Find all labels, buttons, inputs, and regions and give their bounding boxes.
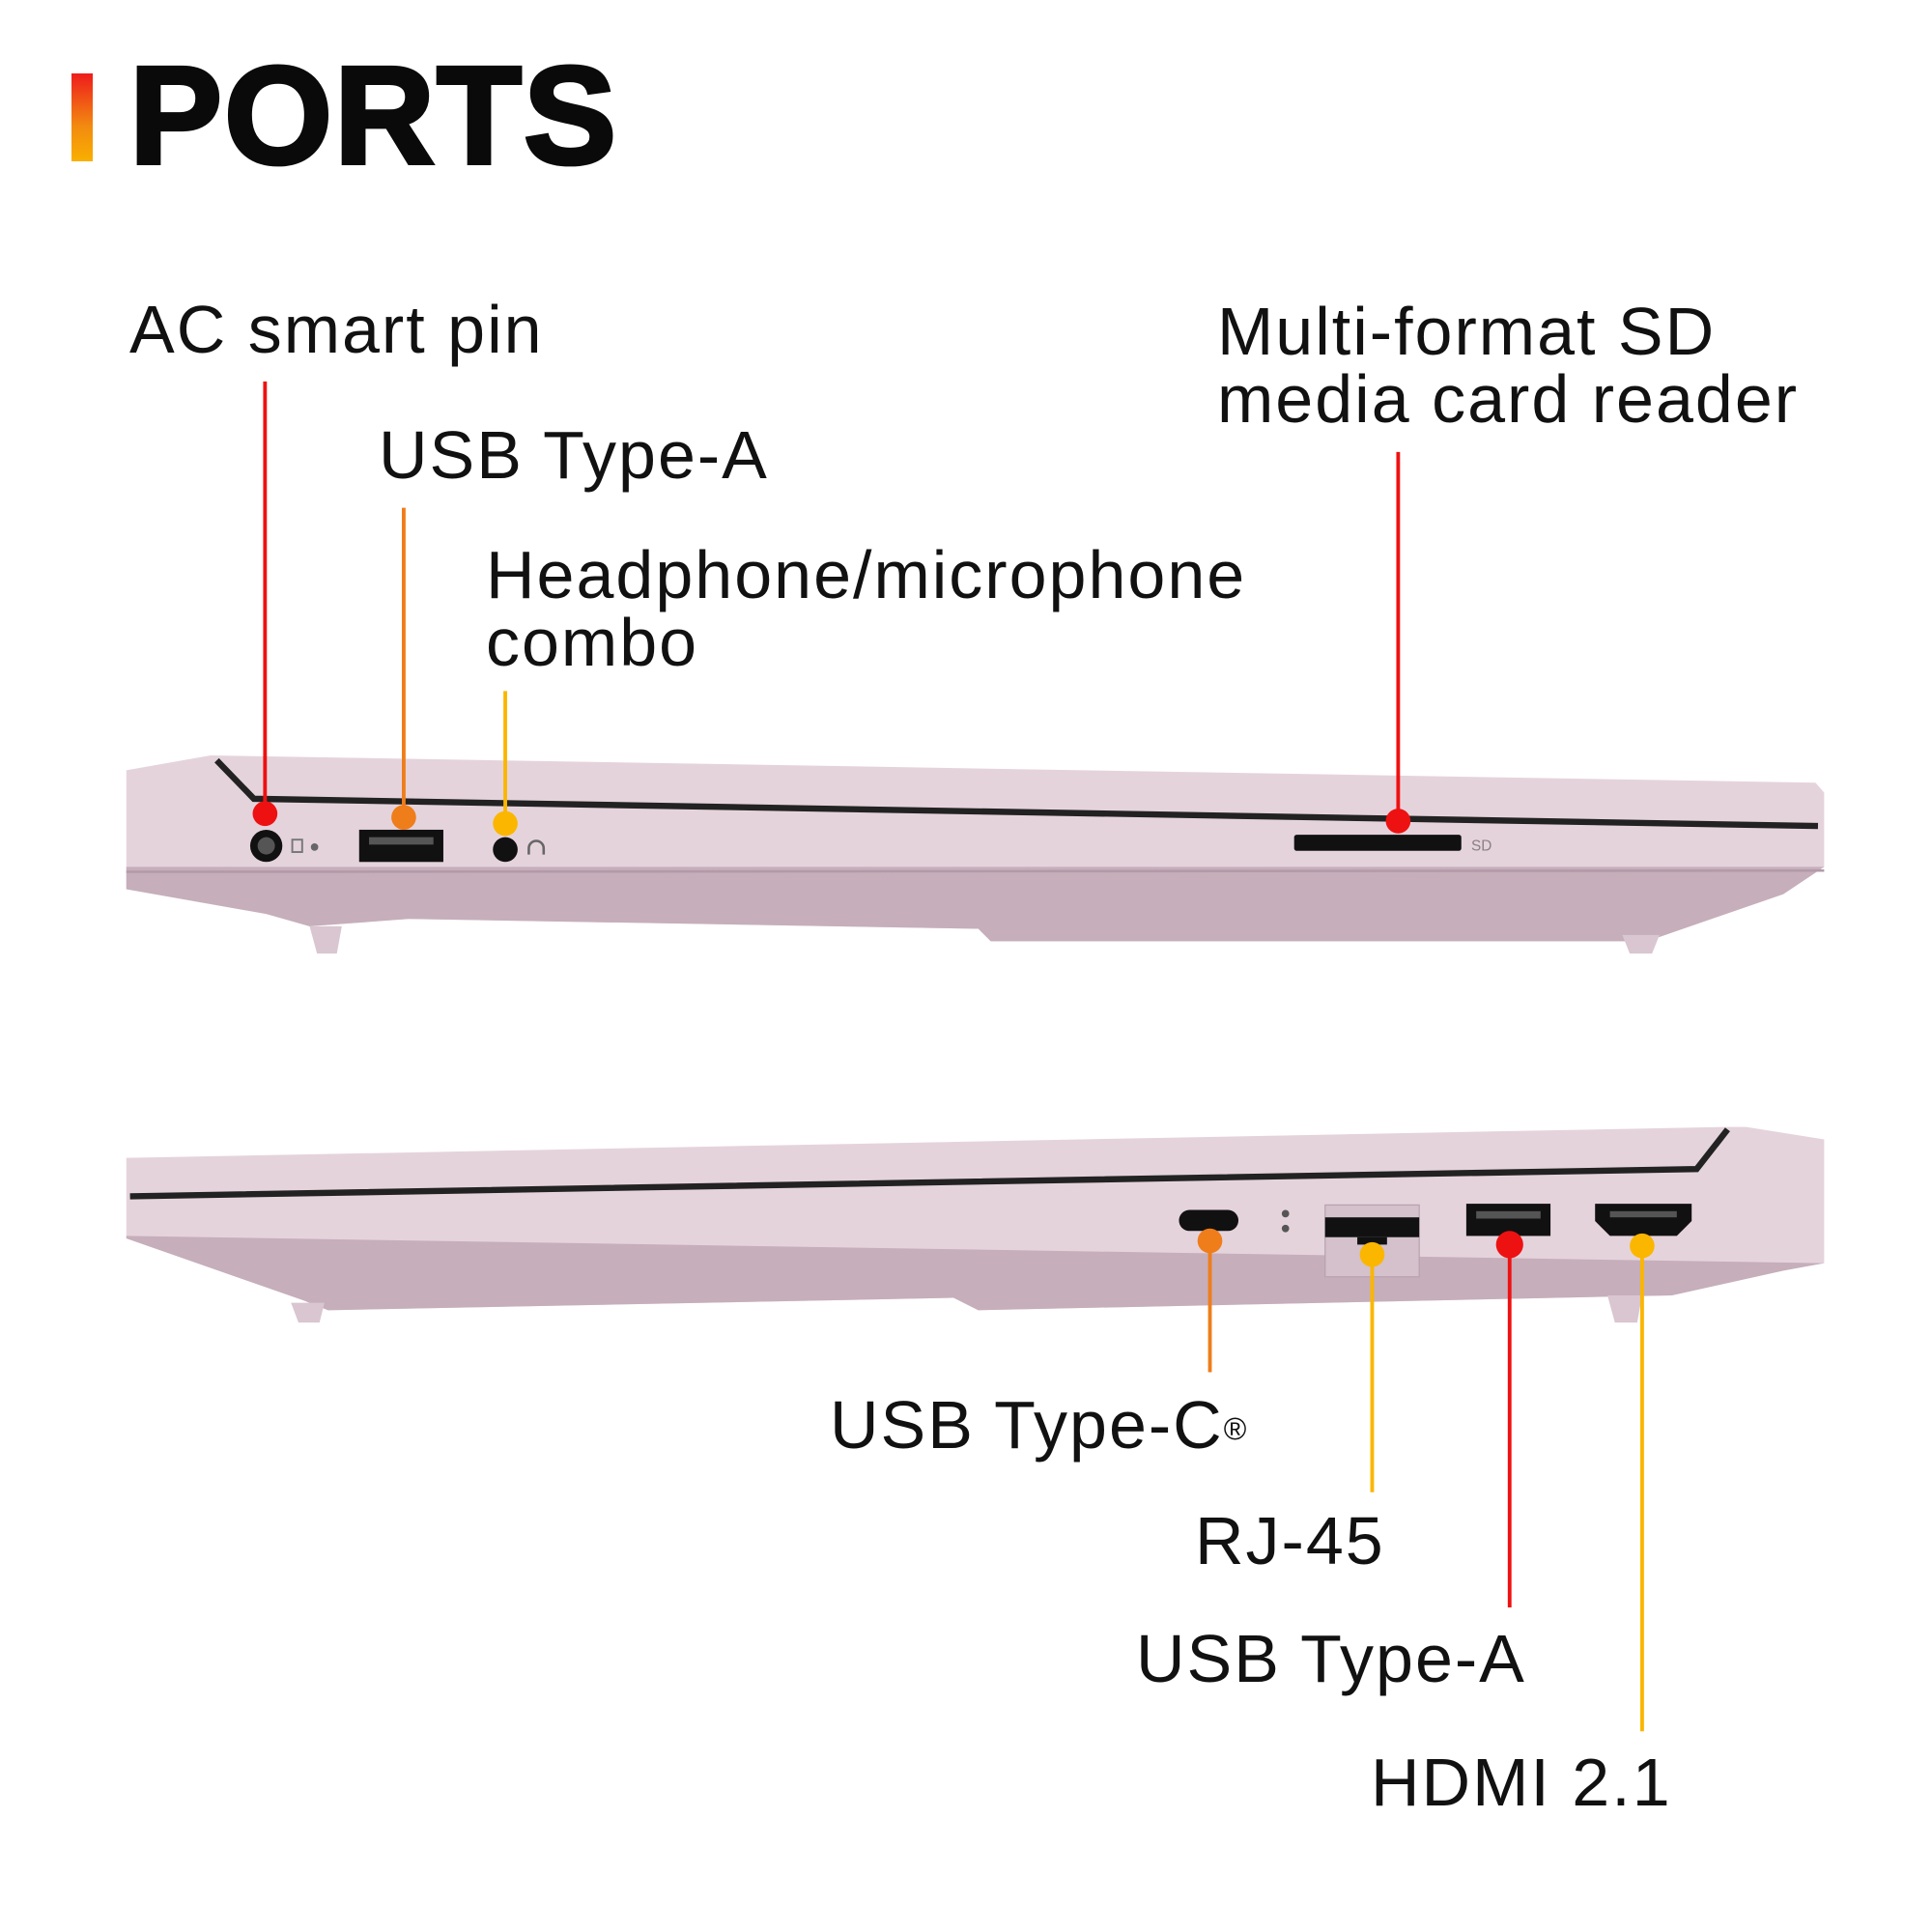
foot — [309, 925, 342, 954]
label-headphone-line2: combo — [486, 605, 699, 680]
label-sd-line2: media card reader — [1217, 361, 1800, 437]
left-callouts — [252, 381, 1411, 837]
label-usb-type-a-left: USB Type-A — [379, 417, 769, 493]
foot — [1622, 934, 1660, 954]
label-usb-type-c: USB Type-C® — [830, 1391, 1248, 1459]
callout-dot — [1495, 1231, 1523, 1259]
foot — [291, 1302, 325, 1323]
registered-mark: ® — [1223, 1411, 1249, 1446]
right-callouts — [1197, 1228, 1655, 1732]
audio-jack-icon — [493, 837, 546, 863]
usb-c-port-icon — [1179, 1209, 1239, 1232]
label-headphone-line1: Headphone/microphone — [486, 537, 1247, 612]
rj45-port-icon — [1281, 1204, 1420, 1278]
laptop-right-side — [126, 1126, 1825, 1323]
foot — [1607, 1294, 1642, 1323]
label-usb-type-a-right: USB Type-A — [1136, 1621, 1526, 1696]
ac-port-icon — [249, 829, 319, 863]
page-title: PORTS — [128, 38, 619, 193]
label-rj45: RJ-45 — [1195, 1503, 1385, 1578]
callout-dot — [1197, 1228, 1223, 1254]
usb-a-port-icon — [358, 829, 443, 863]
hdmi-port-icon — [1595, 1204, 1692, 1236]
callout-dot — [1385, 809, 1411, 834]
callout-dot — [252, 801, 278, 827]
sd-marking: SD — [1471, 838, 1492, 855]
callout-dot — [1630, 1233, 1655, 1259]
title-accent-bar — [71, 73, 93, 161]
callout-dot — [493, 810, 518, 837]
callout-dot — [391, 805, 416, 830]
label-ac-smart-pin: AC smart pin — [129, 292, 544, 367]
usb-a-port-icon — [1465, 1204, 1551, 1236]
sd-slot-icon — [1293, 835, 1462, 851]
label-usb-type-c-text: USB Type-C — [830, 1387, 1224, 1463]
callout-dot — [1359, 1241, 1385, 1267]
label-sd-line1: Multi-format SD — [1217, 294, 1717, 369]
label-hdmi: HDMI 2.1 — [1371, 1745, 1672, 1820]
laptop-left-side: SD — [126, 755, 1825, 954]
